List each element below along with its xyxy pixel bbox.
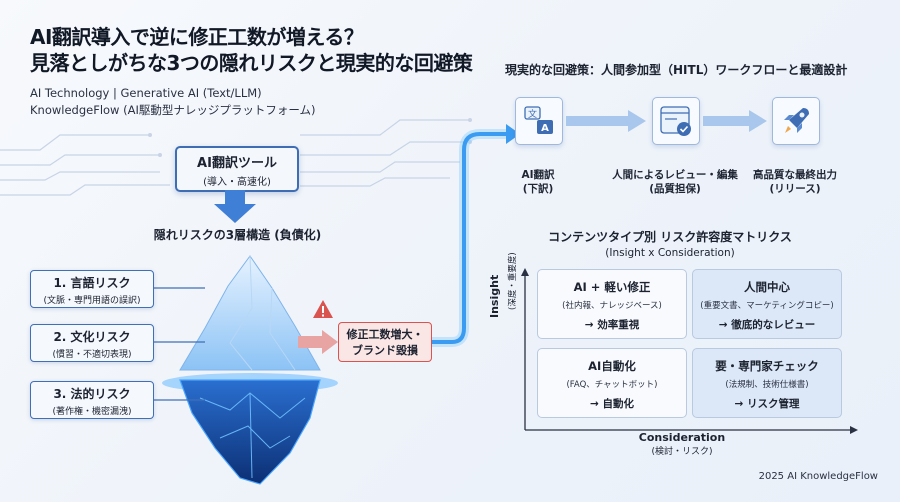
cost-line-2: ブランド毀損 <box>352 344 418 357</box>
tool-label: AI翻訳ツール <box>197 156 277 171</box>
cell-example: (重要文書、マーケティングコピー) <box>700 301 834 311</box>
cell-title: AI自動化 <box>588 359 636 373</box>
matrix-axes <box>521 268 858 434</box>
cell-action: → リスク管理 <box>734 398 800 410</box>
page-subtitle: AI Technology | Generative AI (Text/LLM)… <box>30 85 316 119</box>
cost-line-1: 修正工数増大・ <box>346 328 424 341</box>
translate-icon: 文 A <box>515 97 563 145</box>
cell-title: AI + 軽い修正 <box>573 280 651 294</box>
y-axis-sublabel: (深度・重要度) <box>508 252 518 310</box>
rocket-icon <box>772 97 820 145</box>
matrix-cell-human-centric: 人間中心 (重要文書、マーケティングコピー) → 徹底的なレビュー <box>692 269 842 339</box>
cell-action: → 効率重視 <box>584 319 640 331</box>
iceberg-illustration <box>162 255 338 485</box>
warning-icon <box>313 300 333 318</box>
step-label-line-2: (品質担保) <box>649 183 701 195</box>
risk-box-legal: 3. 法的リスク (著作権・機密漏洩) <box>30 381 154 419</box>
x-axis-label-group: Consideration (検討・リスク) <box>612 431 752 459</box>
x-axis-sublabel: (検討・リスク) <box>651 447 713 457</box>
x-axis-label: Consideration <box>638 431 726 444</box>
workflow-title: 現実的な回避策：人間参加型（HITL）ワークフローと最適設計 <box>505 63 848 77</box>
cell-action: → 徹底的なレビュー <box>718 319 816 331</box>
cell-example: (社内報、ナレッジベース) <box>562 301 662 311</box>
footer-copyright: 2025 AI KnowledgeFlow <box>758 471 878 482</box>
tool-sublabel: (導入・高速化) <box>203 177 271 188</box>
cell-example: (法規制、技術仕様書) <box>725 380 809 390</box>
step-label-line-1: 高品質な最終出力 <box>753 169 837 181</box>
title-line-1: AI翻訳導入で逆に修正工数が増える？ <box>30 25 364 49</box>
matrix-cell-ai-automation: AI自動化 (FAQ、チャットボット) → 自動化 <box>537 348 687 418</box>
risk-detail: (慣習・不適切表現) <box>52 350 132 360</box>
subtitle-line-1: AI Technology | Generative AI (Text/LLM) <box>30 86 262 100</box>
step-label-final-output: 高品質な最終出力 (リリース) <box>745 168 845 196</box>
risk-box-language: 1. 言語リスク (文脈・専門用語の誤訳) <box>30 270 154 308</box>
matrix-subtitle: (Insight x Consideration) <box>605 247 735 259</box>
risk-label: 3. 法的リスク <box>53 387 131 401</box>
cell-title: 要・専門家チェック <box>715 359 819 373</box>
red-arrow-icon <box>298 330 338 354</box>
matrix-title-text: コンテンツタイプ別 リスク許容度マトリクス <box>548 230 792 244</box>
risk-label: 2. 文化リスク <box>53 330 131 344</box>
step-label-line-1: AI翻訳 <box>521 169 555 181</box>
step-label-line-1: 人間によるレビュー・編集 <box>612 169 738 181</box>
risk-box-culture: 2. 文化リスク (慣習・不適切表現) <box>30 324 154 362</box>
y-axis-label: Insight <box>488 274 501 318</box>
risk-connector-lines <box>152 287 205 401</box>
risk-label: 1. 言語リスク <box>53 276 131 290</box>
step-label-line-2: (リリース) <box>769 183 821 195</box>
cost-increase-box: 修正工数増大・ ブランド毀損 <box>338 322 432 362</box>
glow-connector-arrow <box>432 124 520 347</box>
risk-detail: (著作権・機密漏洩) <box>52 407 132 417</box>
workflow-arrow-icon <box>566 110 646 132</box>
workflow-arrow-icon <box>703 110 767 132</box>
down-arrow-icon <box>214 190 256 223</box>
cell-title: 人間中心 <box>744 280 790 294</box>
step-label-ai-translation: AI翻訳 (下訳) <box>493 168 583 196</box>
step-label-line-2: (下訳) <box>522 183 554 195</box>
cell-action: → 自動化 <box>590 398 634 410</box>
risk-detail: (文脈・専門用語の誤訳) <box>43 296 141 306</box>
matrix-cell-ai-light-edit: AI + 軽い修正 (社内報、ナレッジベース) → 効率重視 <box>537 269 687 339</box>
svg-text:文: 文 <box>528 108 537 120</box>
review-check-icon <box>652 97 700 145</box>
cell-example: (FAQ、チャットボット) <box>566 380 658 390</box>
structure-title: 隠れリスクの3層構造 (負債化) <box>153 228 322 242</box>
subtitle-line-2: KnowledgeFlow (AI駆動型ナレッジプラットフォーム) <box>30 103 316 117</box>
title-line-2: 見落としがちな3つの隠れリスクと現実的な回避策 <box>30 51 473 75</box>
step-label-human-review: 人間によるレビュー・編集 (品質担保) <box>600 168 750 196</box>
ai-translation-tool-box: AI翻訳ツール (導入・高速化) <box>175 146 299 192</box>
matrix-title: コンテンツタイプ別 リスク許容度マトリクス (Insight x Conside… <box>520 229 820 261</box>
matrix-cell-expert-check: 要・専門家チェック (法規制、技術仕様書) → リスク管理 <box>692 348 842 418</box>
svg-text:A: A <box>541 123 549 134</box>
page-title: AI翻訳導入で逆に修正工数が増える？ 見落としがちな3つの隠れリスクと現実的な回… <box>30 24 473 76</box>
